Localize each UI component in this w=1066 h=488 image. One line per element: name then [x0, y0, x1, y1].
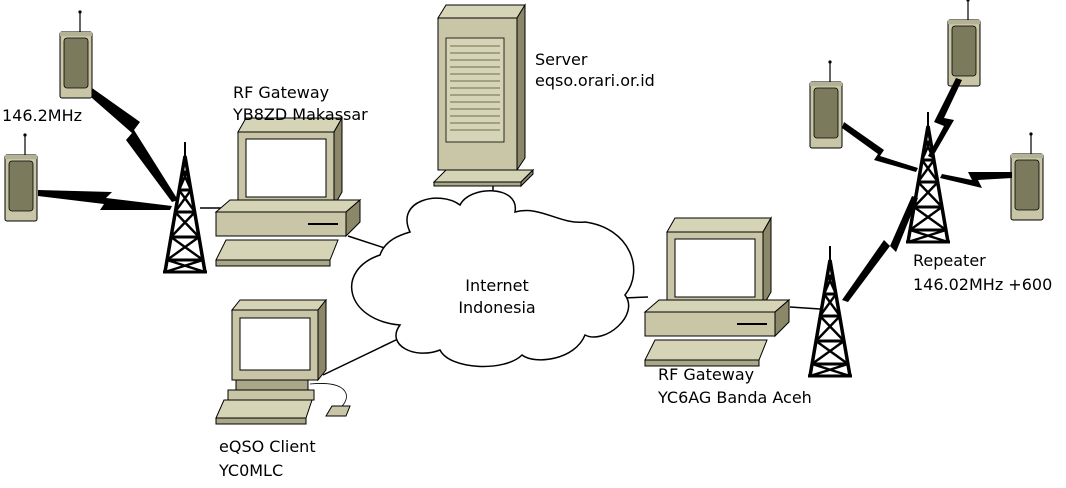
cloud-label-line2: Indonesia [458, 298, 536, 317]
handheld-radio-icon [947, 0, 981, 87]
link-client-cloud [322, 337, 401, 376]
desktop-computer-icon [215, 298, 351, 425]
lightning-link-icon [38, 190, 172, 210]
gateway-title: RF Gateway [658, 365, 755, 384]
desktop-computer-icon [215, 117, 361, 267]
frequency-label: 146.2MHz [2, 106, 83, 125]
server-title: Server [535, 50, 588, 69]
cloud-icon [351, 190, 635, 368]
lightning-link-icon [842, 196, 918, 302]
server-tower-icon [432, 3, 535, 188]
lightning-link-icon [92, 88, 178, 202]
server-hostname: eqso.orari.or.id [535, 71, 655, 90]
antenna-tower-icon [806, 244, 854, 378]
client-title: eQSO Client [219, 437, 316, 456]
handheld-radio-icon [59, 9, 93, 99]
cloud-label-line1: Internet [465, 276, 529, 295]
desktop-computer-icon [644, 217, 790, 367]
handheld-radio-icon [809, 59, 843, 149]
repeater-frequency: 146.02MHz +600 [913, 275, 1053, 294]
gateway-callsign: YC6AG Banda Aceh [658, 388, 812, 407]
repeater-title: Repeater [913, 251, 986, 270]
gateway-title: RF Gateway [233, 83, 330, 102]
lightning-link-icon [928, 78, 962, 158]
handheld-radio-icon [1010, 131, 1044, 221]
client-callsign: YC0MLC [219, 461, 284, 480]
link-gw2-tower2 [789, 306, 821, 310]
handheld-radio-icon [4, 132, 38, 222]
lightning-link-icon [940, 172, 1012, 188]
gateway-callsign: YB8ZD Makassar [233, 105, 368, 124]
lightning-link-icon [842, 122, 918, 172]
